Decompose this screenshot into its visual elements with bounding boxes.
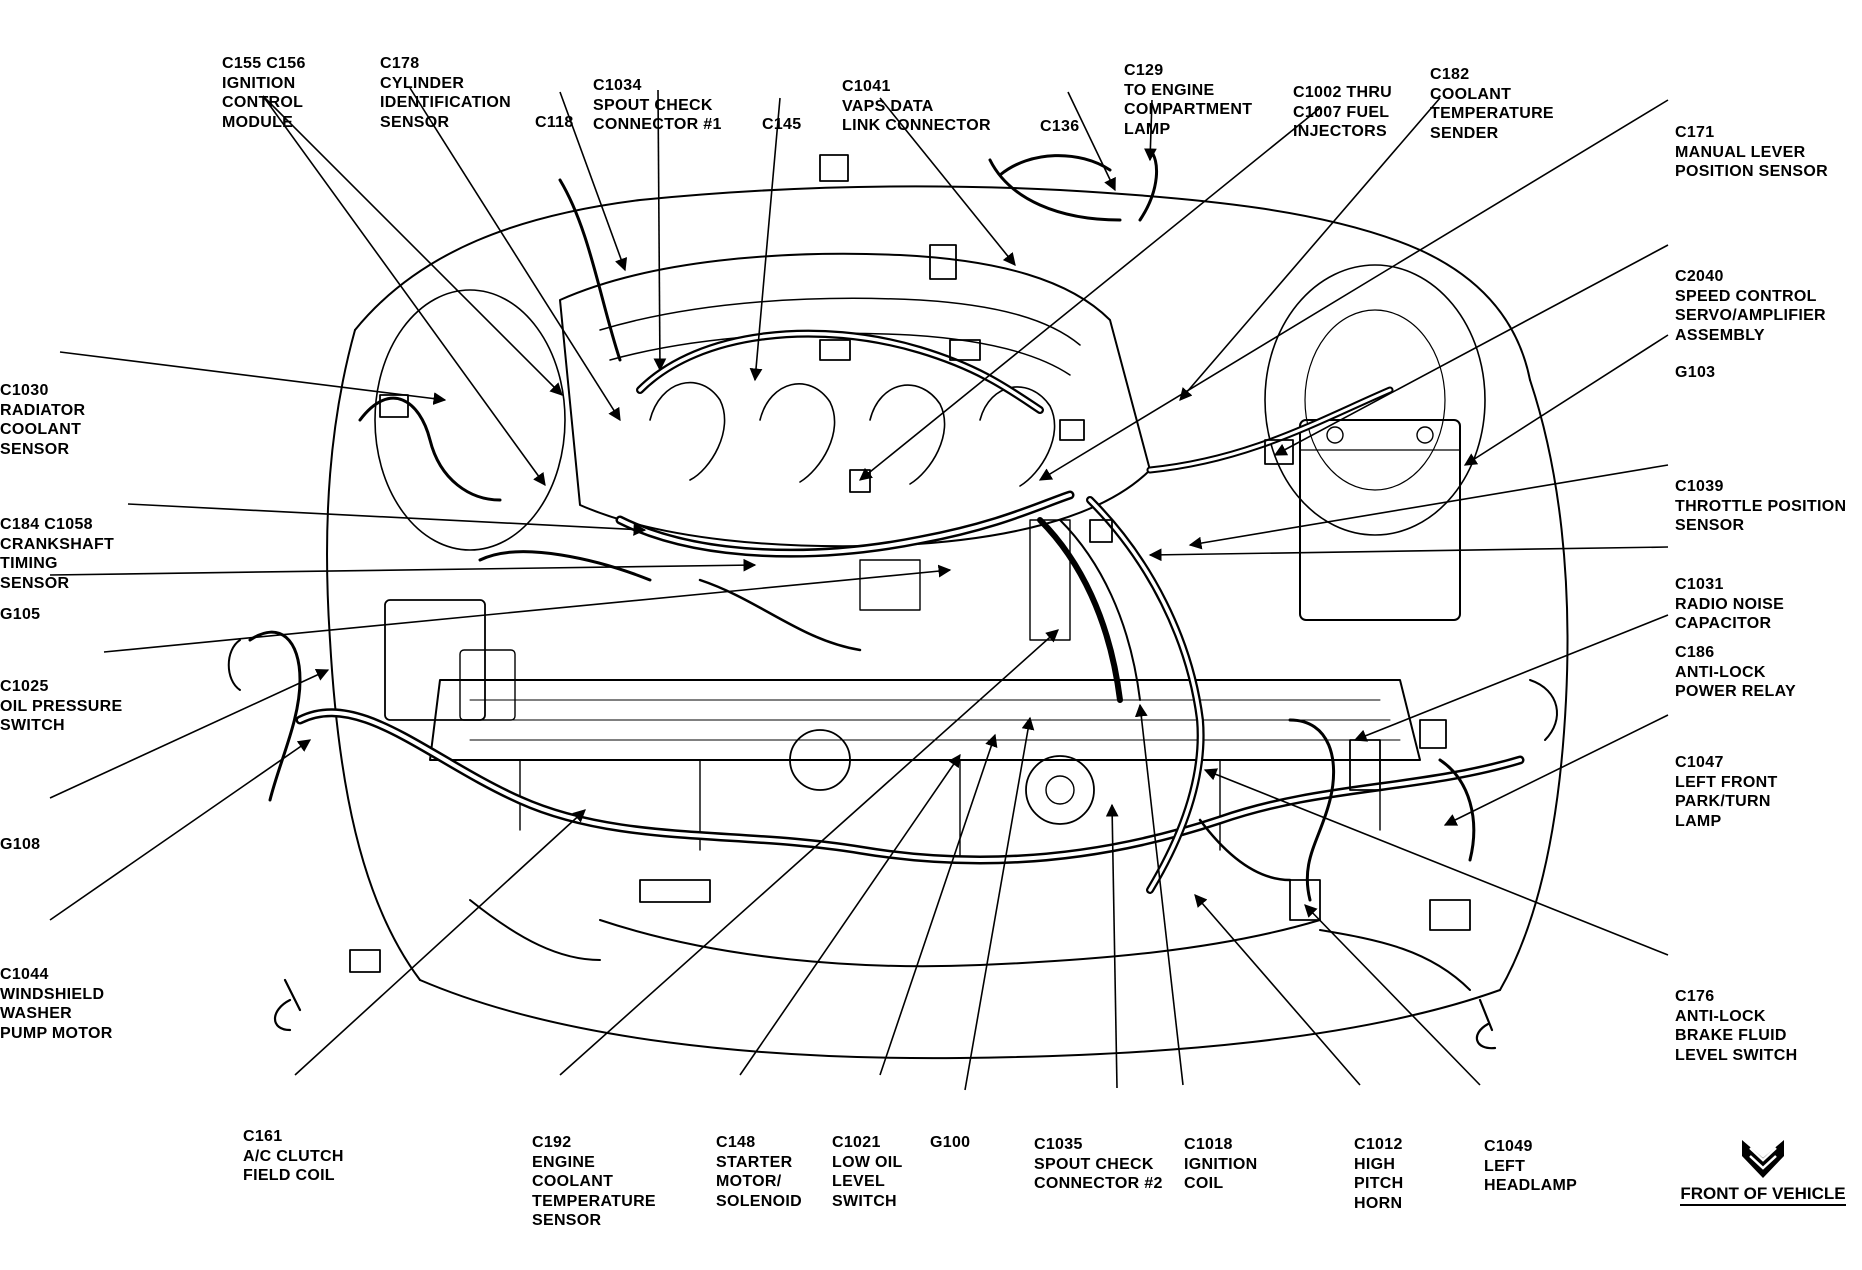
label-c145: C145 [762, 116, 802, 133]
label-c136: C136 [1040, 118, 1080, 135]
label-g103: G103 [1675, 364, 1716, 381]
engine-bay-illustration [227, 148, 1569, 1060]
label-g105: G105 [0, 606, 41, 623]
label-g100: G100 [930, 1134, 971, 1151]
label-c118: C118 [535, 114, 574, 131]
front-of-vehicle-indicator: FRONT OF VEHICLE [1668, 1136, 1858, 1206]
front-of-vehicle-label: FRONT OF VEHICLE [1680, 1184, 1846, 1206]
label-g108: G108 [0, 836, 41, 853]
leader-lines [49, 87, 1669, 1091]
down-arrow-icon [1742, 1140, 1784, 1178]
